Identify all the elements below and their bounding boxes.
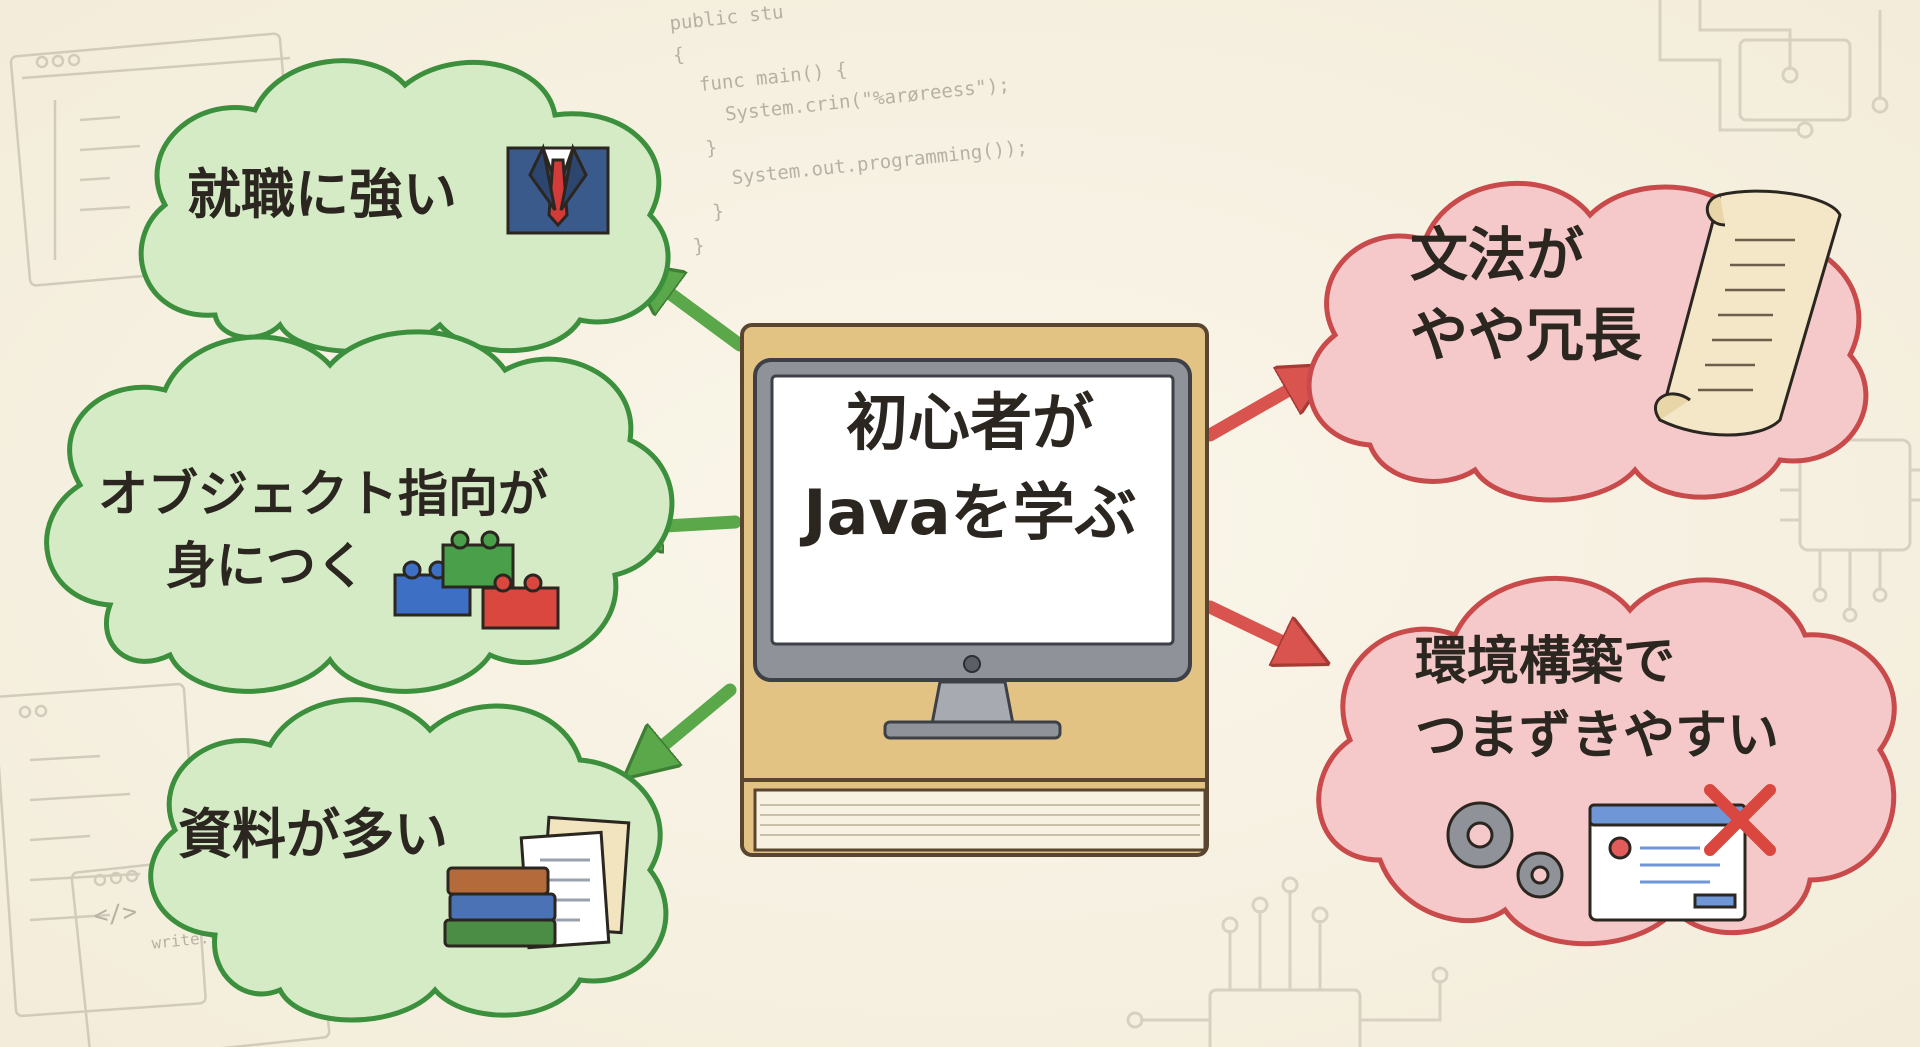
- center-title-line1: 初心者が: [845, 386, 1094, 459]
- con-arrow-2: [1203, 600, 1310, 655]
- monitor-icon: [753, 358, 1192, 740]
- books-documents-icon: [443, 815, 631, 950]
- con-label-2-line1: 環境構築で: [1415, 632, 1676, 692]
- pro-label-1: 就職に強い: [187, 163, 457, 226]
- center-title: 初心者が Javaを学ぶ: [770, 378, 1170, 558]
- pro-label-2-line2: 身につく: [166, 537, 366, 595]
- con-arrow-1: [1203, 375, 1315, 442]
- business-suit-icon: [506, 143, 610, 235]
- con-label-1-line1: 文法が: [1410, 221, 1585, 289]
- pro-arrow-3: [640, 683, 737, 765]
- pro-label-3: 資料が多い: [178, 803, 448, 866]
- building-blocks-icon: [393, 530, 560, 630]
- con-label-2-line2: つまずきやすい: [1415, 706, 1780, 766]
- scroll-icon: [1653, 189, 1842, 437]
- gears-error-window-icon: [1446, 784, 1776, 922]
- pro-label-2-line1: オブジェクト指向が: [98, 465, 548, 523]
- pro-label-2: オブジェクト指向が 身につく: [98, 458, 548, 602]
- con-label-2: 環境構築で つまずきやすい: [1415, 625, 1779, 773]
- center-title-line2: Javaを学ぶ: [803, 476, 1137, 549]
- con-label-1-line2: やや冗長: [1410, 301, 1643, 369]
- con-label-1: 文法が やや冗長: [1410, 215, 1642, 375]
